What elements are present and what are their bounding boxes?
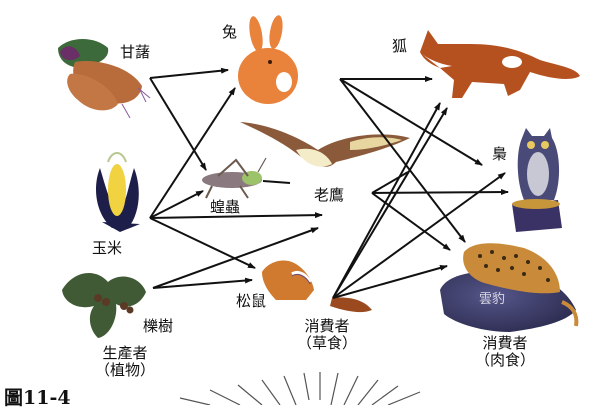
sweet-potato-icon <box>58 39 151 119</box>
group-producers-subtitle: （植物） <box>94 360 155 379</box>
label-oak: 櫟樹 <box>143 317 174 335</box>
label-corn: 玉米 <box>92 239 123 257</box>
label-sweet-potato: 甘藷 <box>120 43 151 61</box>
group-producers: 生產者 （植物） <box>90 345 160 378</box>
hawk-icon <box>240 122 410 167</box>
oak-branch-icon <box>62 272 146 338</box>
squirrel-icon <box>262 260 372 313</box>
group-herbivores-subtitle: （草食） <box>296 333 357 352</box>
label-fox: 狐 <box>392 37 408 55</box>
owl-icon <box>512 128 562 232</box>
fox-icon <box>420 30 580 98</box>
label-hawk: 老鷹 <box>314 186 345 204</box>
rabbit-icon <box>238 15 298 104</box>
label-clouded-leopard: 雲豹 <box>479 292 506 307</box>
label-rabbit: 兔 <box>222 23 238 41</box>
figure-caption: 圖11-4 <box>4 387 71 409</box>
group-carnivores-title: 消費者 <box>482 334 528 352</box>
sun-rays-icon <box>179 372 421 405</box>
corn-icon <box>96 152 140 232</box>
clouded-leopard-icon <box>440 243 579 332</box>
group-herbivores-title: 消費者 <box>304 317 350 335</box>
grasshopper-icon <box>202 157 267 199</box>
group-carnivores-subtitle: （肉食） <box>474 350 535 369</box>
group-producers-title: 生產者 <box>102 344 148 362</box>
label-grasshopper: 蝗蟲 <box>210 198 241 216</box>
label-squirrel: 松鼠 <box>236 292 267 310</box>
group-herbivores: 消費者 （草食） <box>292 318 362 351</box>
group-carnivores: 消費者 （肉食） <box>470 335 540 368</box>
label-owl: 梟 <box>492 145 508 163</box>
food-web-arrows <box>149 67 509 299</box>
